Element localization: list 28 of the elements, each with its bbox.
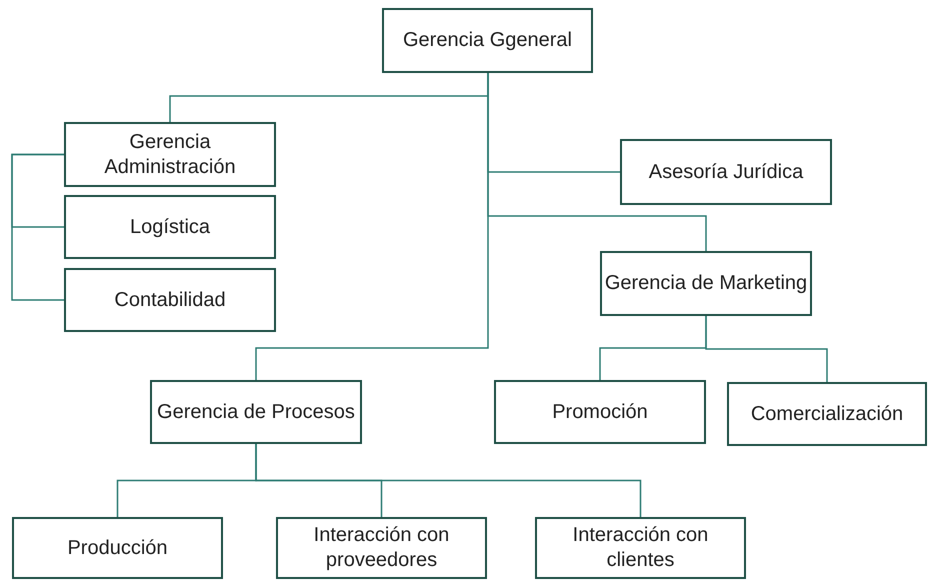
org-box bbox=[64, 122, 276, 187]
connector-line bbox=[705, 316, 828, 382]
org-box bbox=[150, 380, 362, 444]
box-label: Interacción con proveedores bbox=[312, 523, 450, 573]
box-label: Promoción bbox=[552, 400, 648, 424]
box-label: Gerencia Administración bbox=[103, 130, 237, 180]
box-label: Producción bbox=[67, 536, 168, 560]
org-box bbox=[64, 195, 276, 259]
box-label: Contabilidad bbox=[114, 288, 226, 312]
box-label: Gerencia de Procesos bbox=[157, 400, 355, 424]
box-label: Gerencia de Marketing bbox=[604, 271, 808, 296]
org-box bbox=[494, 380, 706, 444]
org-box bbox=[620, 139, 832, 205]
connector-line bbox=[255, 444, 642, 517]
org-box bbox=[600, 251, 812, 316]
org-box bbox=[276, 517, 487, 579]
box-label: Gerencia Ggeneral bbox=[403, 28, 572, 53]
box-label: Comercialización bbox=[750, 402, 904, 426]
org-box bbox=[12, 517, 223, 579]
org-box bbox=[727, 382, 927, 446]
org-box bbox=[64, 268, 276, 332]
org-box bbox=[535, 517, 746, 579]
box-label: Interacción con clientes bbox=[572, 523, 710, 573]
org-box bbox=[382, 8, 593, 73]
connector-line bbox=[255, 73, 489, 380]
connector-line bbox=[11, 154, 64, 301]
box-label: Asesoría Jurídica bbox=[648, 160, 804, 184]
box-label: Logística bbox=[130, 214, 210, 240]
